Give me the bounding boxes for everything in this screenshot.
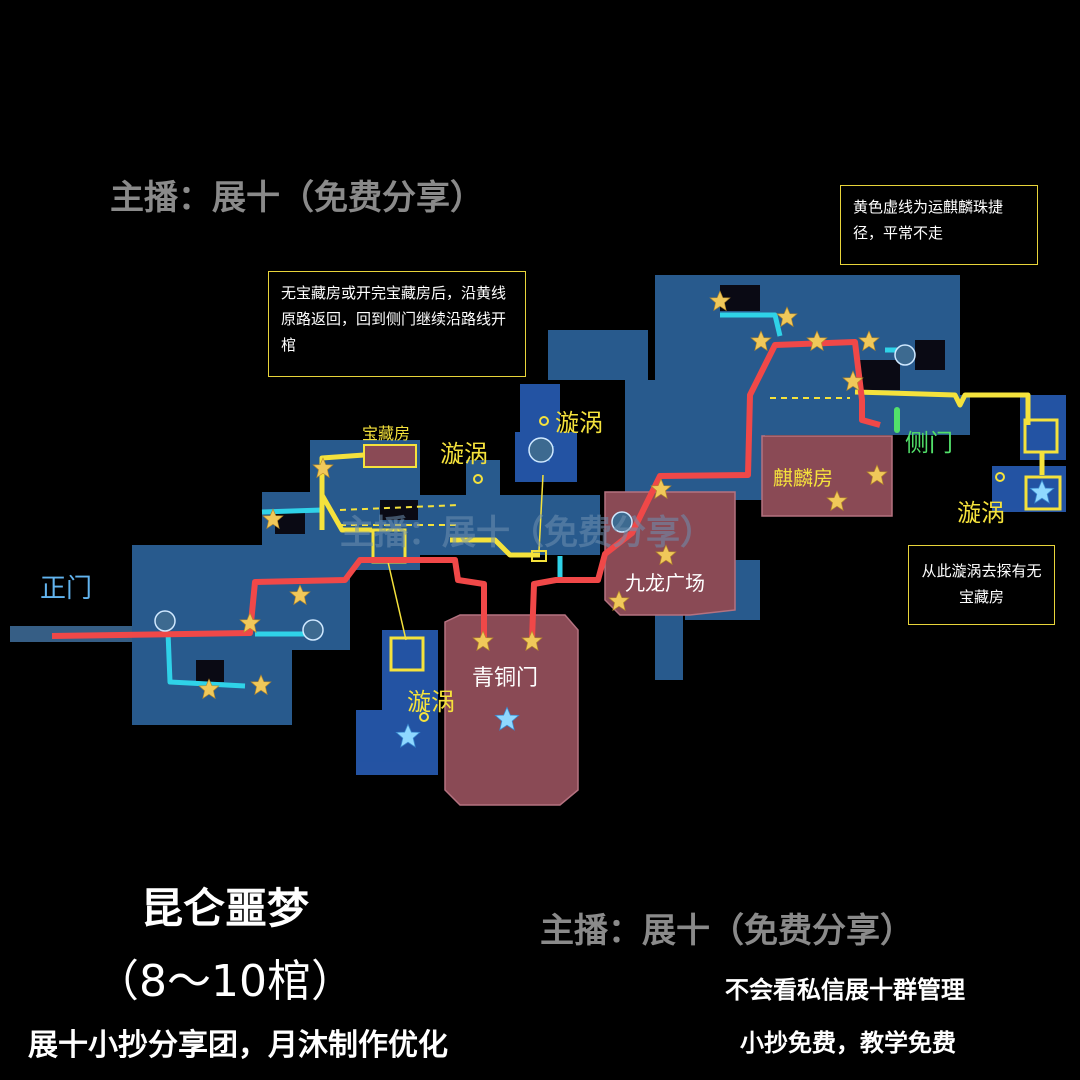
vortex-dots xyxy=(419,416,1005,722)
label-qilin-room: 麒麟房 xyxy=(773,466,833,490)
label-treasure-room: 宝藏房 xyxy=(362,424,411,443)
route-yellow xyxy=(319,389,1045,558)
yellow-shortcut-dashed xyxy=(339,397,850,526)
label-bronze-gate: 青铜门 xyxy=(472,666,539,691)
dm-note: 不会看私信展十群管理 xyxy=(725,976,965,1004)
watermark-top: 主播：展十（免费分享） xyxy=(110,178,484,218)
label-nine-dragon-square: 九龙广场 xyxy=(625,571,705,595)
bronze-gate-room xyxy=(444,614,579,806)
coffin-count: （8～10棺） xyxy=(95,956,355,1007)
watermark-bottom: 主播：展十（免费分享） xyxy=(540,911,914,951)
map-holes xyxy=(196,285,945,682)
credit-text: 展十小抄分享团，月沐制作优化 xyxy=(28,1028,448,1063)
label-vortex-right: 漩涡 xyxy=(957,499,1005,527)
treasure-room xyxy=(363,444,417,468)
free-note: 小抄免费，教学免费 xyxy=(740,1029,956,1057)
portal-icons xyxy=(154,344,916,641)
label-vortex-top: 漩涡 xyxy=(555,409,603,437)
map-watermark: 主播：展十（免费分享） xyxy=(340,513,714,553)
note-return-route-text: 无宝藏房或开完宝藏房后，沿黄线原路返回，回到侧门继续沿路线开棺 xyxy=(281,284,507,354)
note-vortex-explore: 从此漩涡去探有无宝藏房 xyxy=(908,545,1055,625)
map-title: 昆仑噩梦 xyxy=(140,884,309,933)
note-vortex-explore-text: 从此漩涡去探有无宝藏房 xyxy=(921,562,1042,606)
note-return-route: 无宝藏房或开完宝藏房后，沿黄线原路返回，回到侧门继续沿路线开棺 xyxy=(268,271,526,377)
route-red xyxy=(51,339,881,641)
note-shortcut: 黄色虚线为运麒麟珠捷径，平常不走 xyxy=(840,185,1038,265)
qilin-room xyxy=(761,435,893,517)
note-shortcut-text: 黄色虚线为运麒麟珠捷径，平常不走 xyxy=(853,198,1004,242)
yellow-thin-lines xyxy=(387,474,544,641)
special-rooms xyxy=(363,435,893,806)
label-vortex-lower: 漩涡 xyxy=(407,688,455,716)
label-side-gate: 侧门 xyxy=(905,429,953,457)
label-vortex-mid: 漩涡 xyxy=(440,440,488,468)
label-main-gate: 正门 xyxy=(40,574,93,604)
